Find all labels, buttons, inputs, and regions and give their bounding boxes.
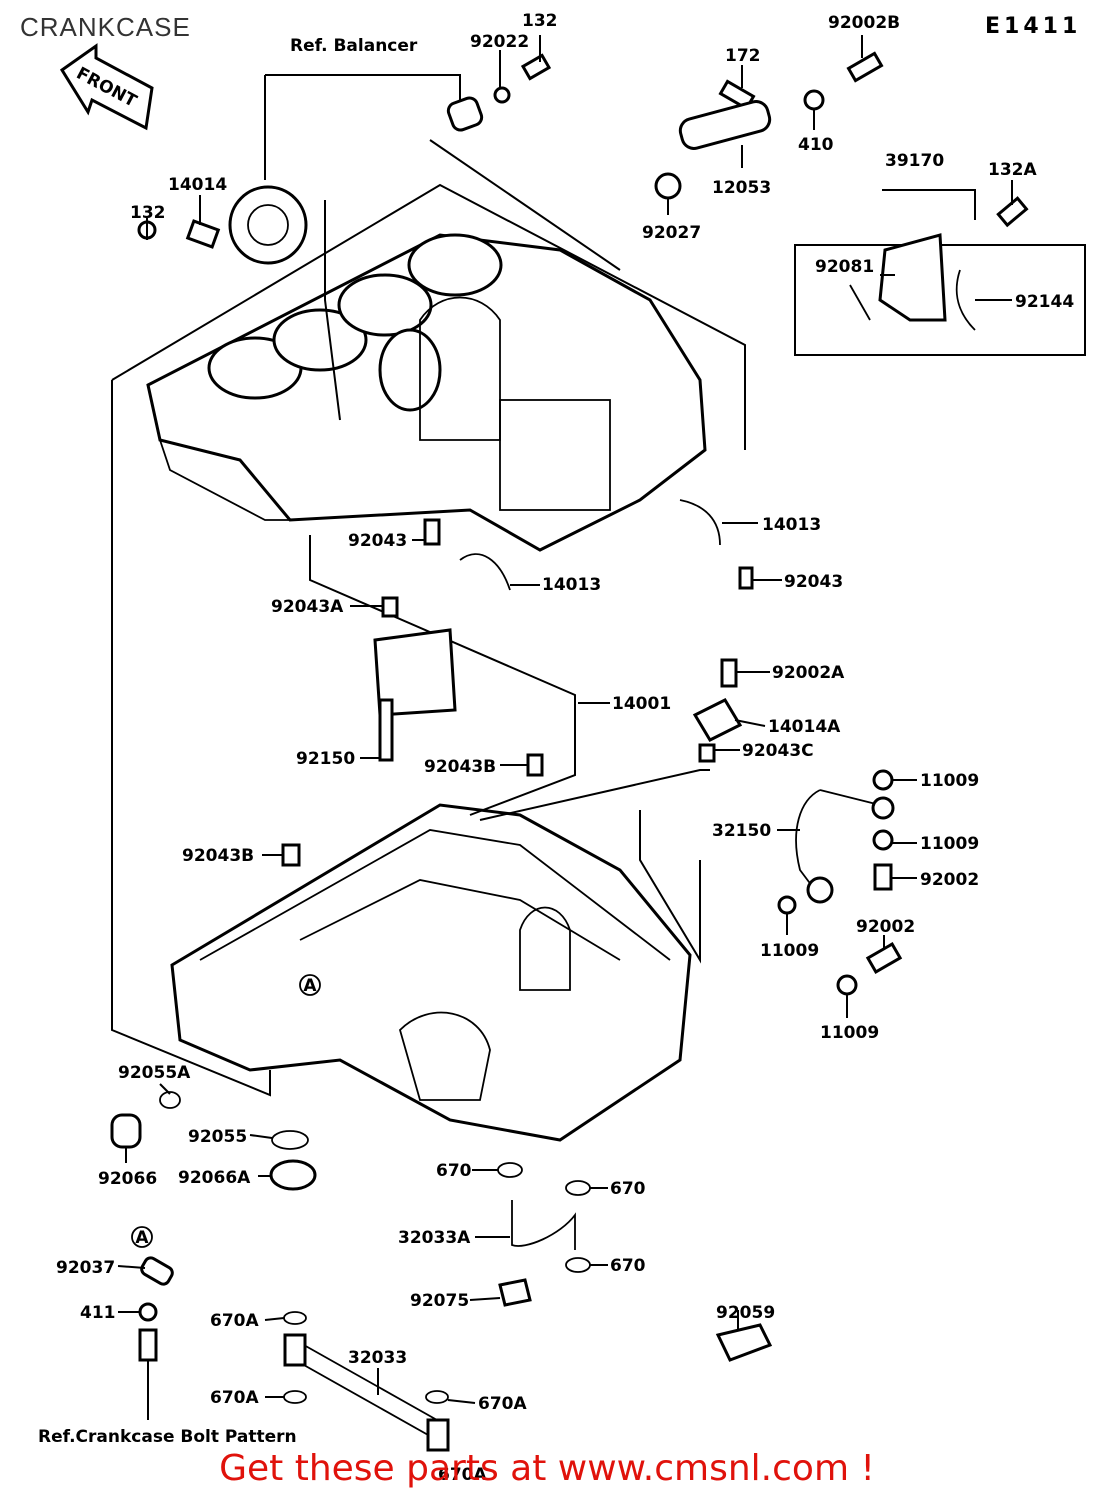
callout-label: 411 bbox=[80, 1303, 116, 1323]
callout-label: 14013 bbox=[542, 575, 601, 595]
callout-label: 14001 bbox=[612, 694, 671, 714]
callout-label: 92075 bbox=[410, 1291, 469, 1311]
callout-label: 11009 bbox=[820, 1023, 879, 1043]
callout-label: 670 bbox=[436, 1161, 472, 1181]
callout-label: 32033 bbox=[348, 1348, 407, 1368]
callout-label: 92043B bbox=[424, 757, 496, 777]
callout-label: 92037 bbox=[56, 1258, 115, 1278]
callout-label: 14014A bbox=[768, 717, 841, 737]
callout-label: 92027 bbox=[642, 223, 701, 243]
callout-label: 92144 bbox=[1015, 292, 1074, 312]
callout-label: 14013 bbox=[762, 515, 821, 535]
callout-label: 32033A bbox=[398, 1228, 471, 1248]
callout-label: 92066 bbox=[98, 1169, 157, 1189]
promo-banner: Get these parts at www.cmsnl.com ! bbox=[219, 1448, 875, 1489]
callout-label: 670A bbox=[210, 1388, 259, 1408]
callout-label: 92081 bbox=[815, 257, 874, 277]
callout-label: 14014 bbox=[168, 175, 227, 195]
upper-crankcase bbox=[146, 233, 707, 552]
callout-label: 32150 bbox=[712, 821, 771, 841]
callout-label: 39170 bbox=[885, 151, 944, 171]
leader-lines bbox=[117, 35, 1013, 1404]
callout-label: 132 bbox=[522, 11, 558, 31]
front-arrow-icon: FRONT bbox=[59, 43, 154, 131]
callout-label: 11009 bbox=[920, 771, 979, 791]
callout-label: 670A bbox=[478, 1394, 527, 1414]
callout-label: 92059 bbox=[716, 1303, 775, 1323]
callout-label: 92150 bbox=[296, 749, 355, 769]
callout-label: 92043A bbox=[271, 597, 344, 617]
callout-label: 670A bbox=[210, 1311, 259, 1331]
callout-label: 92002B bbox=[828, 13, 900, 33]
callout-label: 92043B bbox=[182, 846, 254, 866]
callout-label: 172 bbox=[725, 46, 761, 66]
callout-label: 670A bbox=[438, 1465, 487, 1485]
diagram-code: E1411 bbox=[985, 14, 1082, 39]
callout-label: 11009 bbox=[760, 941, 819, 961]
callout-label: 132A bbox=[988, 160, 1037, 180]
callout-label: 92043 bbox=[784, 572, 843, 592]
callout-label: 92002A bbox=[772, 663, 845, 683]
callout-label: 92055 bbox=[188, 1127, 247, 1147]
page-title: CRANKCASE bbox=[20, 12, 191, 42]
callout-label: 92002 bbox=[920, 870, 979, 890]
circle-mark-lower: A bbox=[303, 976, 317, 996]
callout-label: 132 bbox=[130, 203, 166, 223]
small-parts: A bbox=[110, 51, 1029, 1452]
callout-label: 92043 bbox=[348, 531, 407, 551]
callout-label: 92022 bbox=[470, 32, 529, 52]
callout-labels: 132 92022 92002B 172 410 12053 92027 391… bbox=[38, 11, 1074, 1485]
circle-mark-upper: A bbox=[135, 1228, 149, 1248]
callout-label: 92002 bbox=[856, 917, 915, 937]
callout-label: 670 bbox=[610, 1256, 646, 1276]
ref-balancer-label: Ref. Balancer bbox=[290, 36, 418, 56]
callout-label: 92066A bbox=[178, 1168, 251, 1188]
callout-label: 410 bbox=[798, 135, 834, 155]
callout-label: 12053 bbox=[712, 178, 771, 198]
callout-label: 11009 bbox=[920, 834, 979, 854]
ref-bolt-pattern-label: Ref.Crankcase Bolt Pattern bbox=[38, 1427, 297, 1447]
callout-label: 670 bbox=[610, 1179, 646, 1199]
callout-label: 92055A bbox=[118, 1063, 191, 1083]
callout-label: 92043C bbox=[742, 741, 814, 761]
